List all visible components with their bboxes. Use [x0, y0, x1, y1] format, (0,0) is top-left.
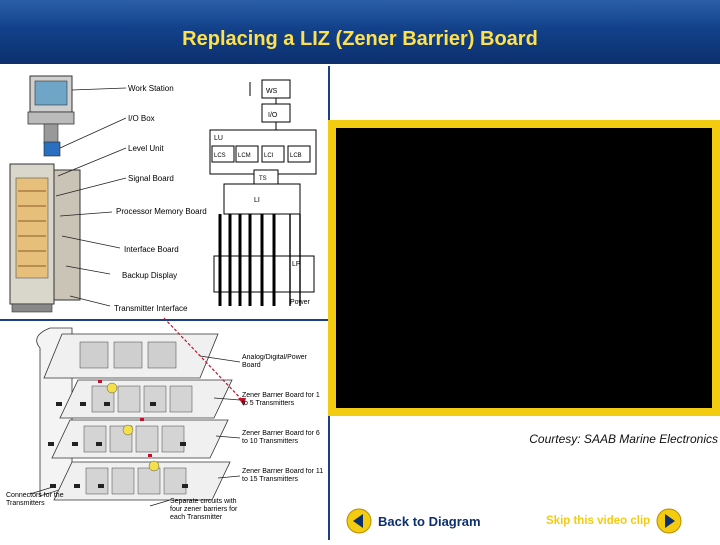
equipment-illustration: [9, 75, 81, 313]
schematic-li: LI: [254, 197, 260, 204]
schematic-io: I/O: [268, 112, 278, 119]
skip-video-label: Skip this video clip: [546, 515, 651, 527]
label-zener-1-5: Zener Barrier Board for 1 to 5 Transmitt…: [242, 392, 320, 407]
schematic-ts: TS: [259, 176, 267, 182]
label-io-box: I/O Box: [128, 114, 155, 123]
back-arrow-icon: [346, 508, 372, 534]
leader-lines: [55, 87, 127, 307]
schematic-lcs: LCS: [214, 153, 226, 159]
schematic-lu: LU: [214, 135, 223, 142]
header-bar: Replacing a LIZ (Zener Barrier) Board: [0, 0, 720, 64]
label-work-station: Work Station: [128, 84, 174, 93]
skip-video-button[interactable]: Skip this video clip: [546, 508, 682, 534]
label-connectors: Connectors for the Transmitters: [6, 492, 64, 507]
board-stack-illustration: [36, 317, 246, 501]
video-frame: [328, 120, 720, 416]
label-signal-board: Signal Board: [128, 174, 174, 183]
page-title: Replacing a LIZ (Zener Barrier) Board: [182, 28, 538, 50]
label-separate-circuits: Separate circuits with four zener barrie…: [170, 498, 238, 521]
label-zener-11-15: Zener Barrier Board for 11 to 15 Transmi…: [242, 468, 324, 483]
system-diagram: Work Station I/O Box Level Unit Signal B…: [0, 66, 330, 540]
schematic-lcm: LCM: [238, 153, 251, 159]
label-transmitter-interface: Transmitter Interface: [114, 304, 188, 313]
label-level-unit: Level Unit: [128, 144, 164, 153]
back-to-diagram-button[interactable]: Back to Diagram: [346, 508, 481, 534]
schematic-power: Power: [290, 299, 311, 306]
back-to-diagram-label: Back to Diagram: [378, 513, 481, 529]
label-zener-6-10: Zener Barrier Board for 6 to 10 Transmit…: [242, 430, 320, 445]
schematic-lci: LCI: [264, 153, 274, 159]
forward-arrow-icon: [656, 508, 682, 534]
video-player[interactable]: [336, 128, 712, 408]
schematic-ws: WS: [266, 88, 278, 95]
schematic-block: [209, 79, 317, 306]
label-backup-display: Backup Display: [122, 271, 177, 280]
video-credit: Courtesy: SAAB Marine Electronics: [529, 432, 718, 446]
label-processor-memory-board: Processor Memory Board: [116, 207, 207, 216]
label-interface-board: Interface Board: [124, 245, 179, 254]
diagram-svg: Work Station I/O Box Level Unit Signal B…: [0, 75, 328, 521]
label-analog-board: Analog/Digital/Power Board: [242, 354, 307, 369]
schematic-lp: LP: [292, 261, 301, 268]
schematic-lcb: LCB: [290, 153, 302, 159]
